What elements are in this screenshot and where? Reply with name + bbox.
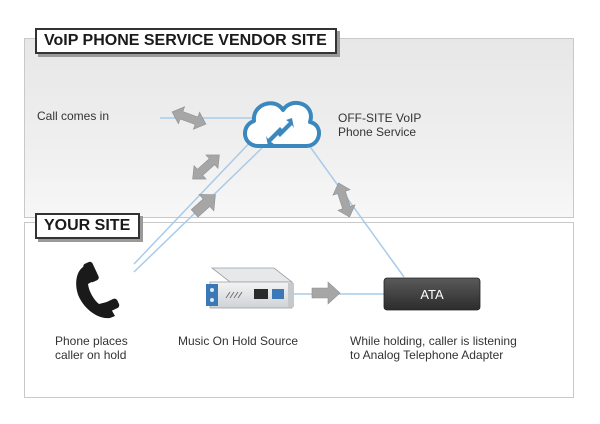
vendor-site-title: VoIP PHONE SERVICE VENDOR SITE bbox=[35, 28, 337, 54]
bidirectional-arrow-icon bbox=[186, 147, 226, 187]
line-cloud-to-ata bbox=[297, 129, 405, 278]
music-on-hold-device-icon bbox=[206, 267, 294, 309]
right-arrow-icon bbox=[311, 281, 341, 305]
ata-device-icon: ATA bbox=[383, 277, 481, 311]
ata-box-label: ATA bbox=[420, 287, 444, 302]
moh-source-label: Music On Hold Source bbox=[178, 334, 299, 348]
ata-caption-label: While holding, caller is listening to An… bbox=[350, 334, 517, 362]
bidirectional-arrow-icon bbox=[329, 179, 359, 221]
your-site-panel bbox=[24, 222, 574, 398]
phone-label: Phone places caller on hold bbox=[55, 334, 128, 362]
call-comes-in-label: Call comes in bbox=[37, 109, 110, 123]
cloud-service-label: OFF-SITE VoIP Phone Service bbox=[338, 111, 422, 139]
your-site-title: YOUR SITE bbox=[35, 213, 141, 239]
cloud-sync-icon bbox=[243, 100, 321, 148]
telephone-handset-icon bbox=[76, 261, 120, 319]
line-phone-to-cloud-upper bbox=[133, 133, 259, 265]
